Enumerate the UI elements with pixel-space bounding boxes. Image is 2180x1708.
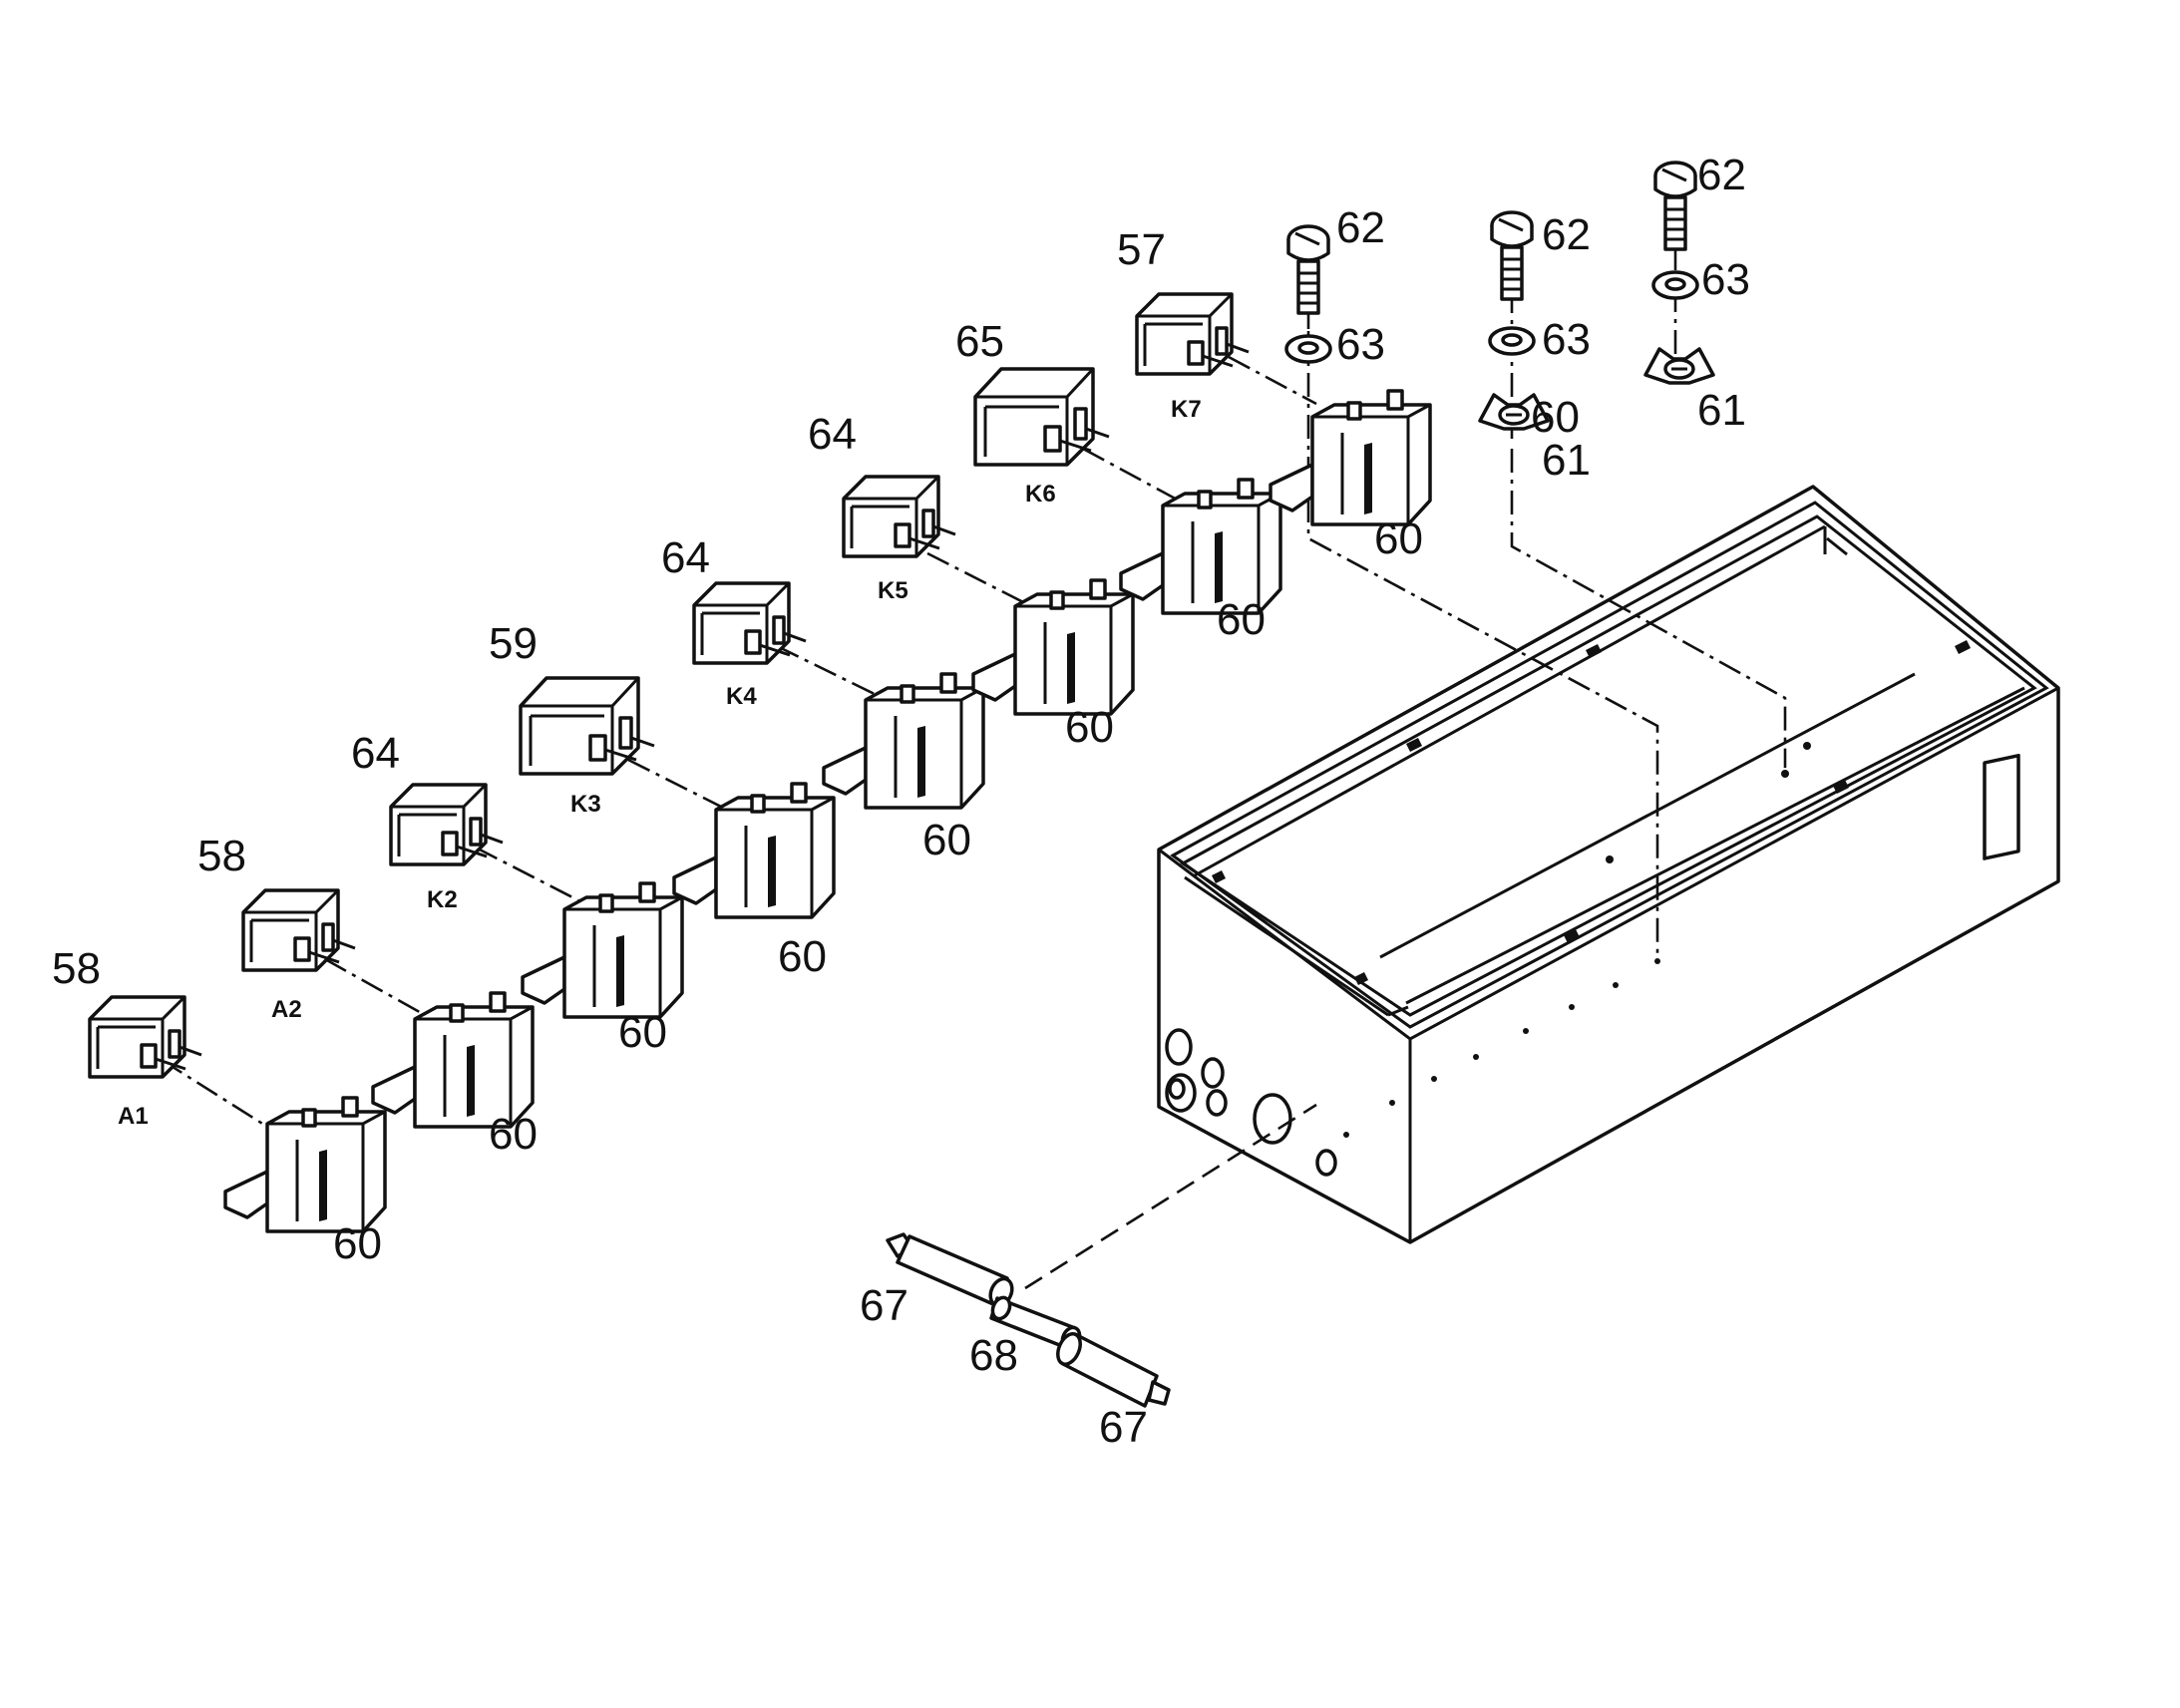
callout-59: 59: [489, 619, 538, 668]
callout-60-9: 60: [1531, 393, 1580, 442]
bracket-1: [223, 1096, 387, 1233]
callout-57: 57: [1117, 225, 1166, 274]
tag-k5: K5: [878, 577, 908, 604]
bracket-2: [371, 991, 535, 1129]
relay-k3: [519, 676, 656, 776]
callout-60-1: 60: [333, 1219, 382, 1268]
callout-63-2: 63: [1542, 315, 1591, 364]
callout-64-a: 64: [351, 729, 400, 778]
screw-1: [1286, 224, 1330, 315]
tag-a2: A2: [271, 996, 302, 1023]
bracket-3: [521, 881, 684, 1019]
bracket-6: [971, 578, 1135, 716]
callout-58-a: 58: [52, 944, 101, 993]
callout-60-6: 60: [1065, 703, 1114, 752]
callout-65: 65: [955, 317, 1004, 366]
callout-58-b: 58: [197, 832, 246, 880]
relay-tags: A1 A2 K2 K3 K4 K5 K6 K7: [118, 396, 1202, 1130]
fuse-holder-body: [1056, 1332, 1171, 1408]
relay-a2: [241, 888, 357, 972]
bracket-8: [1269, 389, 1432, 526]
screw-3: [1653, 161, 1697, 251]
relay-k7: [1135, 292, 1251, 376]
callout-62-3: 62: [1697, 151, 1746, 199]
callout-60-4: 60: [778, 932, 827, 981]
callout-61-2: 61: [1697, 386, 1746, 435]
callout-63-1: 63: [1336, 320, 1385, 369]
tag-k4: K4: [726, 683, 757, 710]
washer-2: [1488, 326, 1536, 356]
callout-64-c: 64: [808, 410, 857, 459]
screw-2: [1490, 210, 1534, 301]
tag-k3: K3: [570, 791, 601, 818]
callout-64-b: 64: [661, 533, 710, 582]
bracket-4: [672, 782, 836, 919]
relay-k5: [842, 475, 957, 558]
callout-60-5: 60: [922, 816, 971, 864]
tag-a1: A1: [118, 1103, 149, 1130]
callout-63-3: 63: [1701, 255, 1750, 304]
callout-68: 68: [969, 1331, 1018, 1380]
callout-61-1: 61: [1542, 436, 1591, 485]
bracket-5: [822, 672, 985, 810]
callout-60-8: 60: [1374, 514, 1423, 563]
callout-67-b: 67: [1099, 1403, 1148, 1452]
wingnut-2: [1643, 347, 1715, 385]
bracket-7: [1119, 478, 1282, 615]
callout-60-7: 60: [1217, 595, 1266, 644]
washer-1: [1284, 334, 1332, 364]
callouts: 58 58 64 59 64 64 65 57 60 60 60 60 60 6…: [52, 151, 1750, 1452]
tag-k6: K6: [1025, 481, 1056, 508]
callout-62-2: 62: [1542, 210, 1591, 259]
callout-60-3: 60: [618, 1008, 667, 1057]
relay-k6: [973, 367, 1111, 467]
relay-a1: [88, 995, 203, 1079]
tag-k2: K2: [427, 886, 458, 913]
callout-67-a: 67: [860, 1281, 908, 1330]
washer-3: [1651, 270, 1699, 300]
enclosure-box: [1157, 485, 2060, 1244]
tag-k7: K7: [1171, 396, 1202, 423]
callout-62-1: 62: [1336, 203, 1385, 252]
callout-60-2: 60: [489, 1110, 538, 1159]
